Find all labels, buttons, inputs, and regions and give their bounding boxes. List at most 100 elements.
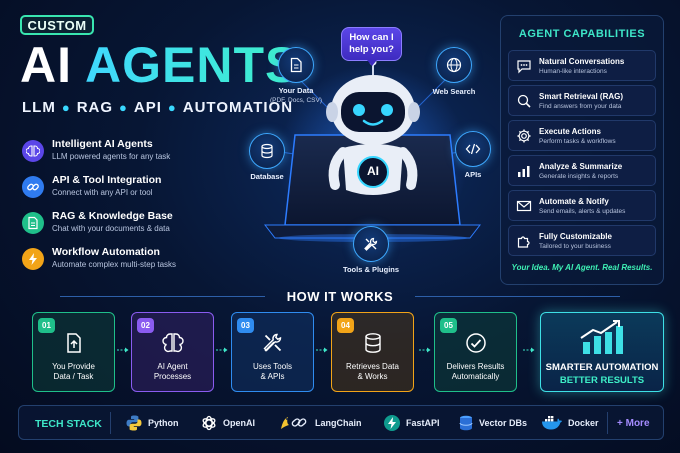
lightning-icon [22, 248, 44, 270]
upload-doc-icon [60, 329, 88, 357]
feature-title: API & Tool Integration [52, 174, 162, 186]
database-icon [249, 133, 285, 169]
how-it-works-heading: HOW IT WORKS [286, 289, 394, 304]
robot-illustration [263, 58, 482, 255]
python-icon [126, 415, 142, 431]
arrow-icon [419, 347, 431, 353]
file-icon [278, 47, 314, 83]
satellite-label: Database [250, 172, 284, 181]
speech-bubble: How can I help you? [341, 27, 402, 61]
tech-item: Vector DBs [458, 413, 527, 433]
step-label-line: Processes [153, 372, 192, 381]
code-icon [455, 131, 491, 167]
brain-icon [22, 140, 44, 162]
growth-chart-icon [580, 320, 623, 354]
capability-desc: Perform tasks & workflows [539, 137, 616, 145]
feature-title: RAG & Knowledge Base [52, 210, 173, 222]
robot-chest-label: AI [367, 164, 379, 178]
satellite-label: APIs [464, 170, 482, 179]
satellite-sublabel: (PDF, Docs, CSV) [269, 97, 322, 104]
subtitle-dot: ● [167, 100, 177, 115]
tech-name: Python [148, 418, 179, 428]
hero-subtitle: LLM ● RAG ● API ● AUTOMATION [22, 99, 293, 116]
step-label: Uses Tools& APIs [253, 362, 292, 382]
feature-desc: Chat with your documents & data [52, 224, 170, 233]
capability-desc: Tailored to your business [539, 242, 611, 250]
tagline: Your Idea. My AI Agent. Real Results. [511, 263, 653, 272]
step-label-line: Retrieves Data [346, 362, 399, 371]
vector-db-icon [459, 415, 473, 431]
more-link[interactable]: + More [617, 418, 650, 429]
tech-item: FastAPI [383, 413, 440, 433]
brain-icon [159, 329, 187, 357]
tech-item: Python [125, 413, 179, 433]
capability-desc: Human-like interactions [539, 67, 607, 75]
subtitle-llm: LLM [22, 99, 56, 116]
step-label-line: Uses Tools [253, 362, 292, 371]
feature-desc: Connect with any API or tool [52, 188, 153, 197]
hero-title: AI AGENTS [20, 36, 299, 94]
satellite-label: Web Search [432, 87, 476, 96]
capability-title: Natural Conversations [539, 56, 625, 66]
arrow-icon [316, 347, 328, 353]
step-label-line: You Provide [52, 362, 95, 371]
mail-icon [515, 197, 533, 215]
link-icon [22, 176, 44, 198]
tools-icon [259, 329, 287, 357]
subtitle-dot: ● [61, 100, 71, 115]
hero-title-agents: AGENTS [85, 37, 300, 93]
arrow-icon [216, 347, 228, 353]
tech-item: Docker [541, 413, 599, 433]
tech-name: FastAPI [406, 418, 440, 428]
step-label-line: Data / Task [53, 372, 94, 381]
tech-name: OpenAI [223, 418, 256, 428]
step-label-line: Delivers Results [446, 362, 505, 371]
capabilities-heading: AGENT CAPABILITIES [518, 28, 646, 40]
divider [110, 412, 111, 434]
result-line-2: BETTER RESULTS [559, 375, 645, 386]
step-number: 02 [137, 318, 154, 333]
bubble-tail [367, 60, 377, 66]
subtitle-automation: AUTOMATION [182, 99, 294, 116]
arrow-icon [117, 347, 129, 353]
step-number: 01 [38, 318, 55, 333]
step-label-line: & APIs [260, 372, 285, 381]
step-label-line: & Works [357, 372, 388, 381]
capability-title: Fully Customizable [539, 231, 612, 241]
subtitle-dot: ● [119, 100, 128, 115]
globe-icon [436, 47, 472, 83]
divider [607, 412, 608, 434]
divider [60, 296, 265, 297]
divider [415, 296, 620, 297]
hero-title-ai: AI [20, 37, 72, 93]
capability-title: Smart Retrieval (RAG) [539, 91, 624, 101]
step-number: 04 [337, 318, 354, 333]
feature-title: Intelligent AI Agents [52, 138, 153, 150]
result-card [540, 312, 664, 392]
step-card: 04 Retrieves Data& Works [331, 312, 414, 392]
puzzle-icon [515, 232, 533, 250]
tech-name: LangChain [315, 418, 362, 428]
capability-item: Smart Retrieval (RAG)Find answers from y… [508, 85, 656, 116]
feature-desc: Automate complex multi-step tasks [52, 260, 177, 269]
satellite-label: Tools & Plugins [342, 265, 400, 274]
capability-desc: Generate insights & reports [539, 172, 619, 180]
tech-name: Vector DBs [479, 418, 528, 428]
subtitle-rag: RAG [76, 99, 114, 116]
search-icon [515, 92, 533, 110]
chart-icon [515, 162, 533, 180]
tech-item: OpenAI [200, 413, 255, 433]
step-label-line: AI Agent [157, 362, 188, 371]
